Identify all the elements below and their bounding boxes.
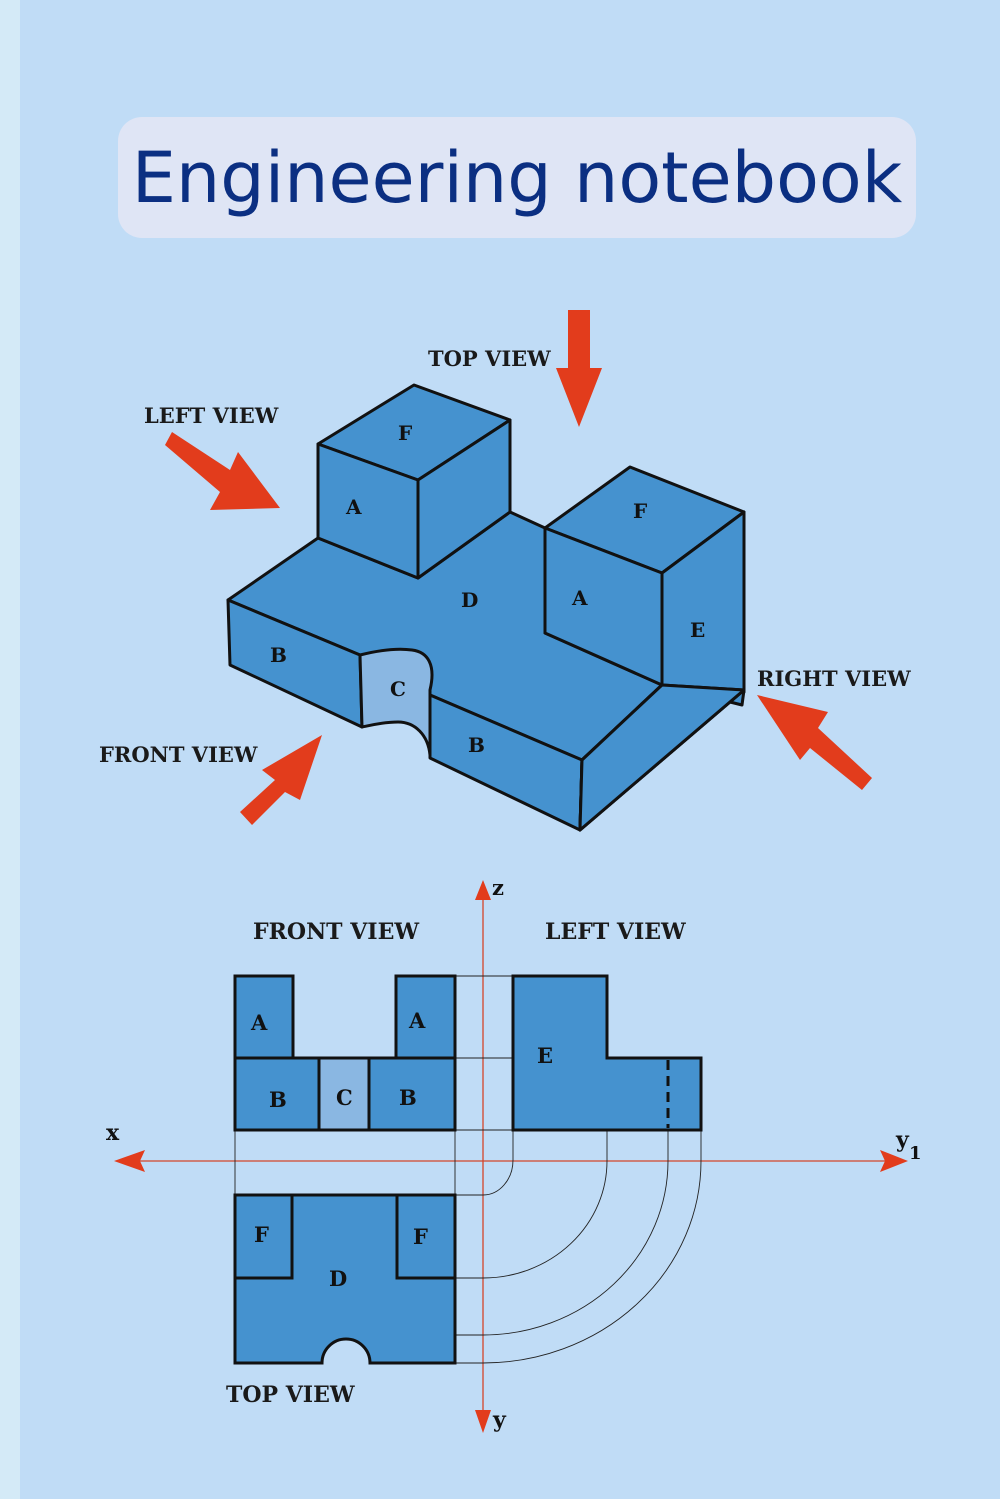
front-view-arrow [240,735,322,825]
y-arrowhead [475,1410,491,1433]
iso-label-top-view: TOP VIEW [428,346,551,371]
iso-label-a1: A [345,495,362,519]
top-view-drawing [233,1193,457,1365]
axis-letters: z x y 1 y [106,875,922,1433]
iso-face-labels: F A F A D E B C B [270,421,705,757]
left-view-arrow [165,432,280,510]
top-view-arrow [556,310,602,427]
axis-label-y1: y [895,1127,910,1153]
proj-label-d: D [329,1266,347,1291]
view-arrows [165,310,872,825]
proj-label-left-view: LEFT VIEW [545,919,686,945]
proj-label-b1: B [269,1087,287,1112]
iso-label-left-view: LEFT VIEW [144,403,279,428]
left-view-drawing [511,974,703,1132]
iso-label-c: C [390,677,406,701]
projection-face-labels: A A B C B E F F D [250,1008,553,1291]
title-box: Engineering notebook [118,117,916,238]
iso-label-right-view: RIGHT VIEW [757,666,911,691]
proj-label-a1: A [250,1010,268,1035]
iso-face-base-corner [578,683,746,832]
notebook-spine [0,0,20,1499]
iso-label-b1: B [270,643,287,667]
axis-label-y: y [492,1407,507,1433]
axis-label-x: x [106,1120,120,1146]
iso-label-e: E [690,618,705,642]
proj-label-f2: F [413,1224,428,1249]
front-rect-c [317,1056,371,1132]
iso-label-a2: A [571,586,588,610]
proj-label-a2: A [408,1008,426,1033]
proj-label-f1: F [254,1222,269,1247]
proj-label-c: C [336,1085,353,1110]
iso-label-front-view: FRONT VIEW [99,742,258,767]
iso-label-f2: F [633,499,647,523]
right-view-arrow [757,695,872,790]
axis-label-z: z [492,875,504,900]
proj-label-e: E [537,1043,553,1068]
iso-face-left-block-side [416,418,512,580]
projection-view-labels: FRONT VIEW LEFT VIEW TOP VIEW [226,919,686,1408]
top-rect-f-left [235,1195,294,1280]
isometric-solid [226,383,746,832]
iso-face-c [358,647,434,757]
top-shape-d [233,1193,457,1365]
iso-label-f1: F [398,421,412,445]
proj-label-front-view: FRONT VIEW [253,919,419,945]
iso-view-labels: TOP VIEW LEFT VIEW FRONT VIEW RIGHT VIEW [99,346,911,767]
x-arrowhead [114,1150,145,1172]
projection-lines [234,975,702,1364]
proj-label-b2: B [399,1085,417,1110]
proj-label-top-view: TOP VIEW [226,1382,355,1408]
cover-title: Engineering notebook [131,136,903,219]
left-shape-e [511,974,703,1132]
z-arrowhead [475,880,491,900]
projection-axes [130,885,890,1420]
top-rect-f-right [395,1195,455,1280]
front-rect-b-right [367,1056,457,1132]
y1-arrowhead [880,1150,908,1172]
iso-label-d: D [461,588,478,612]
iso-label-b2: B [468,733,485,757]
front-rect-a-right [394,974,457,1060]
axis-label-y1-subscript: 1 [909,1143,922,1164]
axis-arrowheads [114,880,908,1433]
front-view-drawing [233,974,457,1132]
